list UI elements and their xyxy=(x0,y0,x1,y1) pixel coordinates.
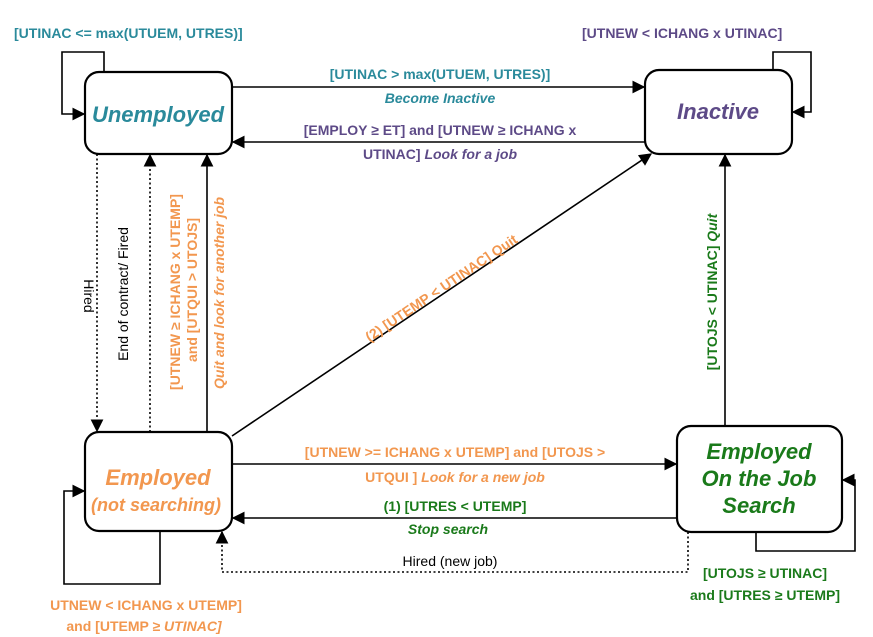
label-emp-to-i: (2) [UTEMP < UTINAC] Quit xyxy=(362,231,520,345)
label-ojs-to-e-action: Stop search xyxy=(408,521,488,537)
label-emp-self-line2a: and [UTEMP ≥ xyxy=(66,618,160,634)
edge-hired-new-job xyxy=(215,530,689,573)
label-e-to-ojs-line2-cond: UTQUI ] xyxy=(365,469,417,485)
edge-employed-to-inactive xyxy=(231,153,653,437)
loop-inactive xyxy=(772,51,812,119)
label-u-to-i-action: Become Inactive xyxy=(385,90,496,106)
label-end-of-contract: End of contract/ Fired xyxy=(115,227,131,361)
label-ojs-to-i: [UTOJS < UTINAC] Quit xyxy=(704,212,720,370)
label-emp-to-u-line3: Quit and look for another job xyxy=(211,197,227,390)
label-ojs-to-i-cond: [UTOJS < UTINAC] xyxy=(704,246,720,371)
label-ojs-to-i-action: Quit xyxy=(704,212,720,241)
state-inactive-label: Inactive xyxy=(677,99,759,124)
loop-unemployed xyxy=(61,51,105,121)
state-employed-label: Employed xyxy=(105,465,211,490)
label-ojs-to-e-cond: (1) [UTRES < UTEMP] xyxy=(384,498,527,514)
label-ojs-self-line1: [UTOJS ≥ UTINAC] xyxy=(703,565,827,581)
label-u-to-i-cond: [UTINAC > max(UTUEM, UTRES)] xyxy=(330,66,551,82)
label-emp-self-line2: and [UTEMP ≥ UTINAC] xyxy=(66,618,223,634)
state-ojs-label-1: Employed xyxy=(706,439,812,464)
label-i-to-u-line1: [EMPLOY ≥ ET] and [UTNEW ≥ ICHANG x xyxy=(304,122,577,138)
label-emp-to-u-line2: and [UTQUI > UTOJS] xyxy=(184,218,200,362)
label-ojs-self-line2: and [UTRES ≥ UTEMP] xyxy=(690,587,840,603)
label-emp-self-line2b: UTINAC] xyxy=(164,618,223,634)
label-unemployed-self: [UTINAC <= max(UTUEM, UTRES)] xyxy=(14,25,243,41)
label-hired: Hired xyxy=(81,279,97,312)
loop-ojs xyxy=(755,473,856,552)
label-i-to-u-line2-cond: UTINAC] xyxy=(363,146,421,162)
label-inactive-self: [UTNEW < ICHANG x UTINAC] xyxy=(582,25,782,41)
state-ojs-label-3: Search xyxy=(722,493,795,518)
state-employed-box xyxy=(83,430,234,533)
state-employed-sublabel: (not searching) xyxy=(91,495,221,515)
label-e-to-ojs-line2-action: Look for a new job xyxy=(421,469,545,485)
state-unemployed-label: Unemployed xyxy=(92,102,225,127)
label-i-to-u-line2-action: Look for a job xyxy=(424,146,517,162)
label-hired-new-job: Hired (new job) xyxy=(403,553,498,569)
label-e-to-ojs-line1: [UTNEW >= ICHANG x UTEMP] and [UTOJS > xyxy=(305,444,605,460)
state-ojs-label-2: On the Job xyxy=(702,466,817,491)
loop-employed xyxy=(63,484,161,585)
label-i-to-u-line2: UTINAC] Look for a job xyxy=(363,146,517,162)
label-e-to-ojs-line2: UTQUI ] Look for a new job xyxy=(365,469,545,485)
label-emp-self-line1: UTNEW < ICHANG x UTEMP] xyxy=(50,597,242,613)
label-emp-to-u-line1: [UTNEW ≥ ICHANG x UTEMP] xyxy=(167,194,183,390)
